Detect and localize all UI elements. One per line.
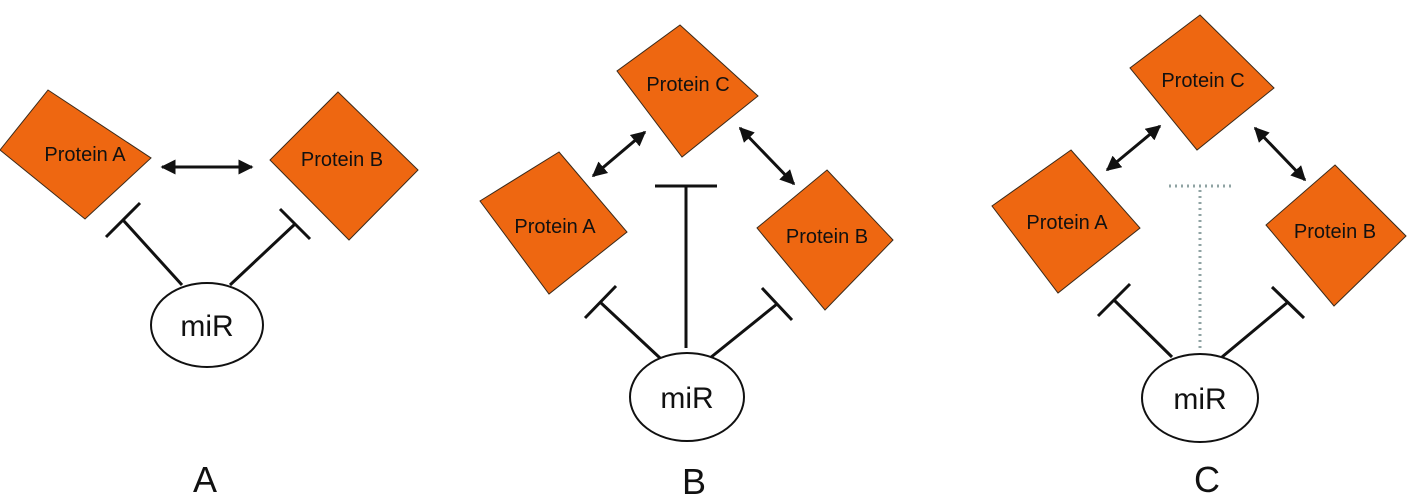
panel-c-protein-c: Protein C (1129, 14, 1275, 151)
panel-c-inhibition-a (1096, 282, 1174, 359)
panel-c-protein-b: Protein B (1265, 164, 1407, 307)
panel-c-inhibition-b (1221, 285, 1306, 359)
panel-a: Protein A Protein B miR A (0, 89, 419, 500)
panel-c-protein-b-label: Protein B (1294, 221, 1376, 243)
panel-c-arrow-c-a (1105, 124, 1162, 172)
panel-b-inhibition-middle (655, 184, 717, 348)
panel-b-mir-label: miR (660, 382, 713, 415)
panel-a-inhibition-a (104, 201, 184, 287)
panel-c-mir-label: miR (1173, 383, 1226, 416)
panel-b-protein-a: Protein A (479, 151, 628, 295)
panel-b-protein-c-box (616, 24, 759, 158)
panel-b-protein-c-label: Protein C (646, 74, 729, 96)
panel-c-protein-b-box (1265, 164, 1407, 307)
panel-a-mir-node: miR (150, 282, 264, 368)
panel-a-label: A (193, 459, 217, 500)
panel-a-protein-a-box (0, 89, 152, 220)
panel-a-protein-b: Protein B (269, 91, 419, 241)
panel-b-protein-b-label: Protein B (786, 226, 868, 248)
panel-b-mir-ellipse (629, 352, 745, 442)
panel-a-mir-ellipse (150, 282, 264, 368)
panel-a-protein-b-box (269, 91, 419, 241)
panel-c-arrow-c-b (1253, 126, 1307, 182)
panel-a-protein-a: Protein A (0, 89, 152, 220)
panel-b-arrow-c-a (591, 130, 647, 178)
panel-b-protein-b-box (756, 169, 894, 311)
panel-c-protein-a-box (991, 149, 1141, 294)
panel-b-label: B (682, 461, 706, 501)
panel-a-protein-a-label: Protein A (44, 144, 126, 166)
panel-c-protein-c-box (1129, 14, 1275, 151)
panel-c-protein-c-label: Protein C (1161, 70, 1244, 92)
panel-a-inhibition-b (228, 207, 312, 287)
panel-b-protein-b: Protein B (756, 169, 894, 311)
panel-b-protein-c: Protein C (616, 24, 759, 158)
panel-b-arrow-c-b (738, 126, 796, 186)
panel-c-inhibition-middle-dotted (1169, 184, 1233, 348)
panel-c: Protein C Protein A Protein B (991, 14, 1407, 500)
panel-b-inhibition-b (709, 286, 794, 360)
panel-c-protein-a-label: Protein A (1026, 212, 1108, 234)
panel-a-protein-b-label: Protein B (301, 149, 383, 171)
panel-c-label: C (1194, 459, 1220, 500)
panel-b-protein-a-label: Protein A (514, 216, 596, 238)
panel-a-mir-label: miR (180, 310, 233, 343)
panel-c-protein-a: Protein A (991, 149, 1141, 294)
panel-c-mir-ellipse (1141, 353, 1259, 443)
panel-b-protein-a-box (479, 151, 628, 295)
panel-b-mir-node: miR (629, 352, 745, 442)
panel-b: Protein C Protein A Protein B (479, 24, 894, 501)
panel-b-inhibition-a (583, 284, 662, 360)
panel-c-mir-node: miR (1141, 353, 1259, 443)
